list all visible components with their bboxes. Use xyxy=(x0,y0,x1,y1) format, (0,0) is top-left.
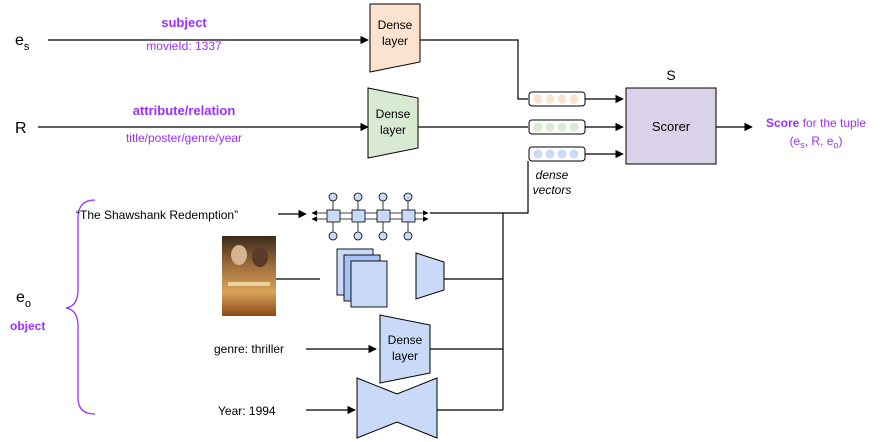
subject-dense-layer xyxy=(369,3,421,73)
subject-value: movieId: 1337 xyxy=(146,39,222,53)
poster-title-band xyxy=(228,282,270,286)
cnn-feature-maps xyxy=(336,248,388,308)
object-symbol: eo xyxy=(16,289,31,310)
relation-dense-label-1: Dense xyxy=(376,107,411,121)
object-vector xyxy=(528,146,586,162)
dense-vectors-label-2: vectors xyxy=(533,183,572,197)
scorer-box xyxy=(625,87,717,165)
poster-background xyxy=(222,236,276,316)
relation-dense-layer xyxy=(367,87,419,159)
poster-figure-left xyxy=(231,245,247,265)
relation-symbol: R xyxy=(15,120,27,137)
relation-value: title/poster/genre/year xyxy=(126,131,242,145)
poster-image xyxy=(222,236,276,316)
genre-dense-label-2: layer xyxy=(392,349,418,363)
subject-label: subject xyxy=(161,15,207,30)
score-tuple: (es, R, eo) xyxy=(790,134,843,150)
object-brace xyxy=(65,199,96,415)
poster-dense-layer xyxy=(415,252,445,300)
subject-row: es subject movieId: 1337 Dense layer xyxy=(15,3,528,100)
object-collector-line xyxy=(502,161,529,410)
scorer-letter: S xyxy=(666,67,675,83)
subject-dense-label-2: layer xyxy=(382,34,408,48)
subject-symbol: es xyxy=(15,32,30,53)
genre-text: genre: thriller xyxy=(214,342,284,356)
object-label: object xyxy=(10,319,45,333)
scorer: S Scorer Score for the tuple (es, R, eo) xyxy=(625,67,866,165)
year-text: Year: 1994 xyxy=(218,404,276,418)
title-text: “The Shawshank Redemption” xyxy=(76,208,238,222)
scorer-label: Scorer xyxy=(652,119,691,134)
subject-dense-label-1: Dense xyxy=(378,18,413,32)
relation-label: attribute/relation xyxy=(133,103,236,118)
dense-vectors: dense vectors xyxy=(528,91,624,197)
genre-dense-label-1: Dense xyxy=(388,333,423,347)
genre-dense-layer xyxy=(379,314,431,384)
relation-dense-label-2: layer xyxy=(380,123,406,137)
relation-row: R attribute/relation title/poster/genre/… xyxy=(15,87,528,159)
subject-to-vector-line xyxy=(420,39,528,100)
year-autoencoder xyxy=(356,377,438,439)
object-section: eo object “The Shawshank Redemption” xyxy=(10,161,529,439)
subject-vector xyxy=(528,91,586,107)
score-output-label: Score for the tuple xyxy=(766,116,866,130)
relation-vector xyxy=(528,119,586,135)
rnn-encoder xyxy=(311,192,429,241)
poster-figure-right xyxy=(252,247,268,267)
dense-vectors-label-1: dense xyxy=(536,168,569,182)
